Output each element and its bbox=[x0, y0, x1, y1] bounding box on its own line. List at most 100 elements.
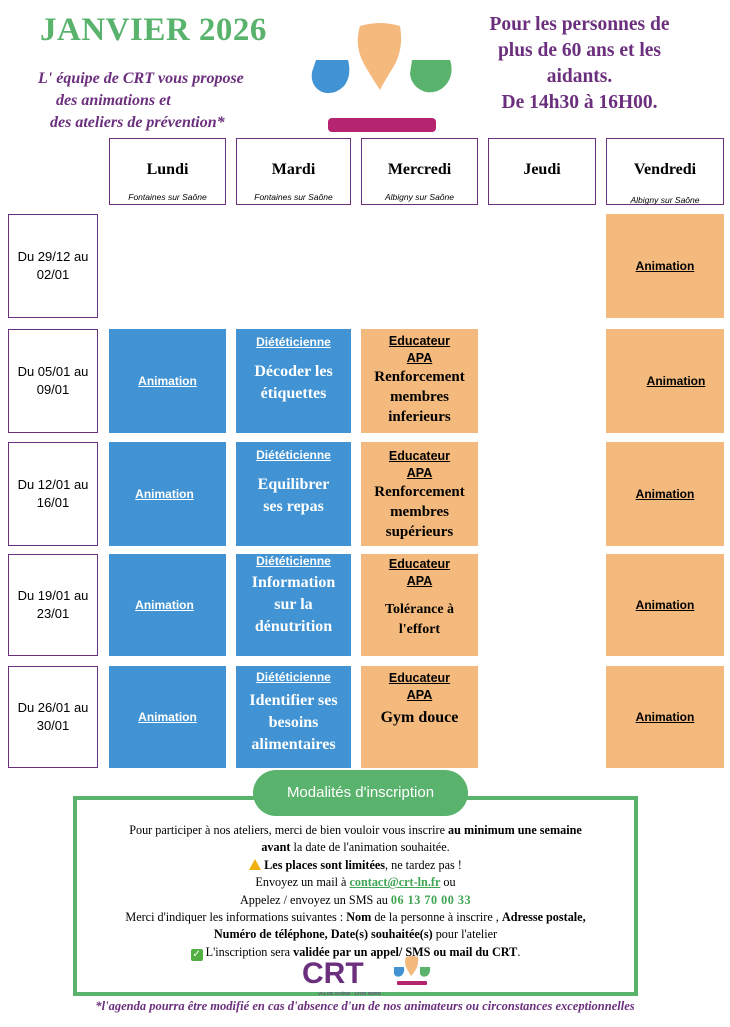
activity-link[interactable]: Animation bbox=[135, 598, 194, 612]
workshop-title: Décoder les étiquettes bbox=[254, 363, 333, 402]
text: . bbox=[517, 944, 521, 959]
text-bold: Nom bbox=[346, 910, 372, 925]
day-location: Albigny sur Saône bbox=[385, 192, 454, 202]
logo-tagline: VAL DE SAÔNE · LYON NORD bbox=[318, 990, 382, 996]
friday-cell[interactable]: Animation bbox=[606, 214, 724, 318]
friday-cell[interactable]: Animation bbox=[606, 666, 724, 768]
activity-link[interactable]: Animation bbox=[138, 374, 197, 388]
text-bold: Adresse postale, bbox=[501, 910, 586, 925]
audience-line: plus de 60 ans et les bbox=[497, 40, 662, 61]
activity-link[interactable]: Animation bbox=[635, 259, 695, 273]
workshop-title: Identifier ses besoins alimentaires bbox=[249, 692, 338, 753]
text: L'inscription sera bbox=[205, 944, 294, 959]
day-name: Jeudi bbox=[523, 161, 561, 178]
phone-number[interactable]: 06 13 70 00 33 bbox=[390, 892, 472, 907]
intro-text: L' équipe de CRT vous propose des animat… bbox=[38, 68, 293, 134]
logo-drops-icon bbox=[394, 956, 431, 985]
text-bold: validée par un appel/ SMS ou mail du CRT bbox=[293, 944, 518, 959]
activity-link[interactable]: Diététicienne bbox=[256, 670, 331, 684]
activity-link[interactable]: Animation bbox=[138, 710, 197, 724]
intro-line: des ateliers de prévention* bbox=[50, 114, 225, 131]
text: Pour participer à nos ateliers, merci de… bbox=[129, 823, 449, 837]
week-label: Du 29/12 au 02/01 bbox=[8, 214, 98, 318]
activity-link[interactable]: Educateur APA bbox=[388, 449, 451, 480]
friday-cell[interactable]: Animation bbox=[606, 442, 724, 546]
tuesday-cell[interactable]: Diététicienne Identifier ses besoins ali… bbox=[236, 666, 351, 768]
text-bold: au minimum une semaine bbox=[448, 823, 582, 837]
workshop-title: Equilibrer ses repas bbox=[257, 476, 330, 515]
activity-link[interactable]: Animation bbox=[635, 598, 695, 612]
monday-cell[interactable]: Animation bbox=[109, 442, 226, 546]
text: , ne tardez pas ! bbox=[385, 857, 462, 872]
day-header-tuesday: Mardi Fontaines sur Saône bbox=[236, 138, 351, 205]
text-bold: Numéro de téléphone, Date(s) souhaitée(s… bbox=[213, 927, 433, 942]
activity-link[interactable]: Educateur APA bbox=[388, 334, 451, 365]
text: pour l'atelier bbox=[432, 927, 498, 942]
day-header-wednesday: Mercredi Albigny sur Saône bbox=[361, 138, 478, 205]
workshop-title: Renforcement membres supérieurs bbox=[374, 484, 465, 540]
day-header-thursday: Jeudi bbox=[488, 138, 596, 205]
audience-line: De 14h30 à 16H00. bbox=[501, 92, 658, 113]
activity-link[interactable]: Educateur APA bbox=[388, 557, 451, 588]
crt-drops-logo-icon bbox=[311, 23, 452, 132]
text: ou bbox=[440, 875, 456, 890]
week-label: Du 05/01 au 09/01 bbox=[8, 329, 98, 433]
check-icon: ✓ bbox=[190, 948, 203, 961]
day-header-friday: Vendredi Albigny sur Saône bbox=[606, 138, 724, 205]
monday-cell[interactable]: Animation bbox=[109, 329, 226, 433]
intro-line: L' équipe de CRT vous propose bbox=[38, 70, 244, 87]
day-location: Fontaines sur Saône bbox=[254, 192, 333, 202]
activity-link[interactable]: Diététicienne bbox=[256, 554, 331, 568]
text: la date de l'animation souhaitée. bbox=[290, 840, 450, 855]
friday-cell[interactable]: Animation bbox=[606, 329, 724, 433]
activity-link[interactable]: Animation bbox=[135, 487, 194, 501]
audience-line: Pour les personnes de bbox=[489, 14, 670, 35]
inscription-title: Modalités d'inscription bbox=[253, 770, 468, 816]
text-bold: avant bbox=[261, 840, 291, 855]
tuesday-cell[interactable]: Diététicienne Equilibrer ses repas bbox=[236, 442, 351, 546]
day-header-monday: Lundi Fontaines sur Saône bbox=[109, 138, 226, 205]
activity-link[interactable]: Animation bbox=[635, 710, 695, 724]
intro-line: des animations et bbox=[56, 92, 171, 109]
crt-logo: CRT VAL DE SAÔNE · LYON NORD bbox=[302, 956, 431, 996]
audience-text: Pour les personnes de plus de 60 ans et … bbox=[462, 12, 697, 116]
workshop-title: Tolérance à l'effort bbox=[384, 602, 455, 637]
friday-cell[interactable]: Animation bbox=[606, 554, 724, 656]
warning-icon bbox=[249, 858, 262, 870]
day-name: Mercredi bbox=[387, 161, 452, 178]
wednesday-cell[interactable]: Educateur APA Tolérance à l'effort bbox=[361, 554, 478, 656]
workshop-title: Renforcement membres inferieurs bbox=[374, 369, 465, 425]
day-location: Albigny sur Saône bbox=[630, 195, 700, 205]
activity-link[interactable]: Educateur APA bbox=[388, 671, 451, 702]
tuesday-cell[interactable]: Diététicienne Information sur la dénutri… bbox=[236, 554, 351, 656]
week-label: Du 26/01 au 30/01 bbox=[8, 666, 98, 768]
inscription-text: Pour participer à nos ateliers, merci de… bbox=[80, 822, 631, 961]
wednesday-cell[interactable]: Educateur APA Renforcement membres infer… bbox=[361, 329, 478, 433]
email-link[interactable]: contact@crt-ln.fr bbox=[349, 875, 441, 890]
activity-link[interactable]: Animation bbox=[635, 487, 695, 501]
day-name: Lundi bbox=[146, 161, 189, 178]
text: Envoyez un mail à bbox=[255, 875, 350, 890]
wednesday-cell[interactable]: Educateur APA Renforcement membres supér… bbox=[361, 442, 478, 546]
tuesday-cell[interactable]: Diététicienne Décoder les étiquettes bbox=[236, 329, 351, 433]
day-name: Vendredi bbox=[633, 161, 697, 178]
day-name: Mardi bbox=[271, 161, 316, 178]
workshop-title: Gym douce bbox=[380, 709, 459, 726]
text: Merci d'indiquer les informations suivan… bbox=[125, 910, 347, 925]
text-bold: Les places sont limitées bbox=[264, 857, 386, 872]
activity-link[interactable]: Diététicienne bbox=[256, 448, 331, 462]
footnote: *l'agenda pourra être modifié en cas d'a… bbox=[95, 999, 635, 1013]
text: de la personne à inscrire , bbox=[371, 910, 502, 925]
text: Appelez / envoyez un SMS au bbox=[239, 892, 391, 907]
wednesday-cell[interactable]: Educateur APA Gym douce bbox=[361, 666, 478, 768]
workshop-title: Information sur la dénutrition bbox=[251, 574, 336, 635]
activity-link[interactable]: Diététicienne bbox=[256, 335, 331, 349]
week-label: Du 19/01 au 23/01 bbox=[8, 554, 98, 656]
week-label: Du 12/01 au 16/01 bbox=[8, 442, 98, 546]
page-title: JANVIER 2026 bbox=[40, 12, 267, 48]
day-location: Fontaines sur Saône bbox=[128, 192, 207, 202]
monday-cell[interactable]: Animation bbox=[109, 554, 226, 656]
activity-link[interactable]: Animation bbox=[646, 374, 706, 388]
monday-cell[interactable]: Animation bbox=[109, 666, 226, 768]
audience-line: aidants. bbox=[546, 66, 613, 87]
